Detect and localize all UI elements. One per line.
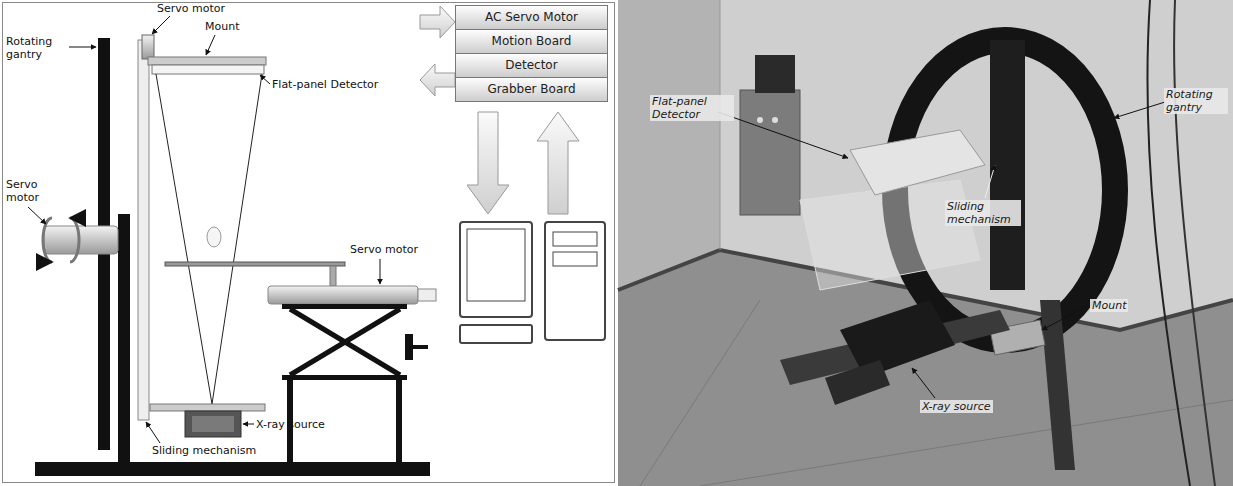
box-label: AC Servo Motor <box>485 10 578 24</box>
block-box: Motion Board <box>455 29 608 54</box>
servo-motor-shape <box>44 226 118 254</box>
drive-bay <box>553 232 597 246</box>
part-label: Servo motor <box>6 178 52 204</box>
motor-shaft <box>418 289 436 301</box>
leader-arrow <box>718 112 848 158</box>
keyboard-icon <box>460 325 532 343</box>
rack-knob <box>757 117 763 123</box>
ring-stand <box>1040 300 1075 470</box>
lift-top <box>282 304 407 309</box>
xray-source-body <box>840 300 955 378</box>
part-label: Servo motor <box>350 243 418 256</box>
block-box: Grabber Board <box>455 77 608 102</box>
rotation-arrow <box>43 218 52 262</box>
leader-arrow <box>260 75 270 84</box>
block-arrow <box>420 64 455 96</box>
block-box: AC Servo Motor <box>455 5 608 30</box>
scissor-arm <box>290 309 400 375</box>
lift-mid <box>282 375 407 380</box>
rotation-arrow <box>70 218 79 262</box>
scissor-arm <box>290 309 400 375</box>
detector-panel <box>850 130 985 195</box>
equipment-rack <box>740 90 800 215</box>
box-label: Motion Board <box>492 34 572 48</box>
monitor-icon <box>460 222 532 317</box>
photo-side-wall <box>618 0 720 290</box>
mount-bar <box>148 57 266 65</box>
block-box: Detector <box>455 53 608 78</box>
cable <box>1147 0 1190 486</box>
block-arrow <box>467 112 509 214</box>
plate-holder <box>330 266 336 286</box>
source-mount <box>150 404 265 411</box>
rack-knob <box>772 117 778 123</box>
power-unit <box>755 55 795 93</box>
part-label: Rotating gantry <box>6 35 68 61</box>
part-label: Sliding mechanism <box>945 200 1021 226</box>
part-label: Rotating gantry <box>1164 88 1228 114</box>
part-label: Flat-panel Detector <box>650 95 734 121</box>
leader-arrow <box>912 368 935 398</box>
leader-arrow <box>243 424 254 425</box>
crank <box>405 334 413 360</box>
slider-bar <box>138 40 149 420</box>
leader-arrow <box>69 47 96 48</box>
part-label: X-ray source <box>256 418 325 431</box>
part-label: Mount <box>1090 299 1128 312</box>
part-label: Servo motor <box>157 2 225 15</box>
wall-corner <box>720 0 721 250</box>
leader-arrow <box>152 16 170 34</box>
sample-object <box>207 227 221 247</box>
box-label: Detector <box>505 58 557 72</box>
acrylic-stage <box>800 180 980 290</box>
beam-line <box>156 74 212 404</box>
block-arrow <box>420 6 455 38</box>
stand-bar <box>118 214 130 464</box>
floor-seam <box>640 300 760 486</box>
part-label: Flat-panel Detector <box>272 78 378 91</box>
detector-plate <box>152 65 264 74</box>
box-label: Grabber Board <box>487 82 575 96</box>
slider-column <box>990 40 1025 290</box>
lift-leg <box>396 380 402 462</box>
sample-plate <box>165 262 345 266</box>
floor-seam <box>700 400 1233 486</box>
leader-arrow <box>28 207 46 224</box>
xray-source-shape <box>185 411 241 437</box>
monitor-screen <box>467 229 525 301</box>
panel-frame <box>3 3 615 483</box>
base-bar <box>35 462 430 476</box>
drive-bay <box>553 252 597 266</box>
block-arrow <box>537 112 579 214</box>
cable <box>1174 0 1215 486</box>
photo-floor <box>618 0 1233 486</box>
tower-icon <box>545 222 605 340</box>
crank-handle <box>413 345 428 349</box>
xray-source-face <box>192 416 234 432</box>
leader-arrow <box>206 35 215 55</box>
part-label: X-ray source <box>920 400 993 413</box>
leader-arrow <box>985 165 995 198</box>
part-label: Sliding mechanism <box>152 444 256 457</box>
leader-arrow <box>1114 102 1165 118</box>
servo-motor-shape <box>142 35 154 59</box>
xray-source-motor <box>825 360 890 405</box>
leader-arrow <box>380 259 381 284</box>
leader-arrow <box>1042 306 1087 330</box>
part-label: Mount <box>205 20 239 33</box>
servo-motor-shape <box>268 286 418 304</box>
leader-arrow <box>146 422 160 443</box>
